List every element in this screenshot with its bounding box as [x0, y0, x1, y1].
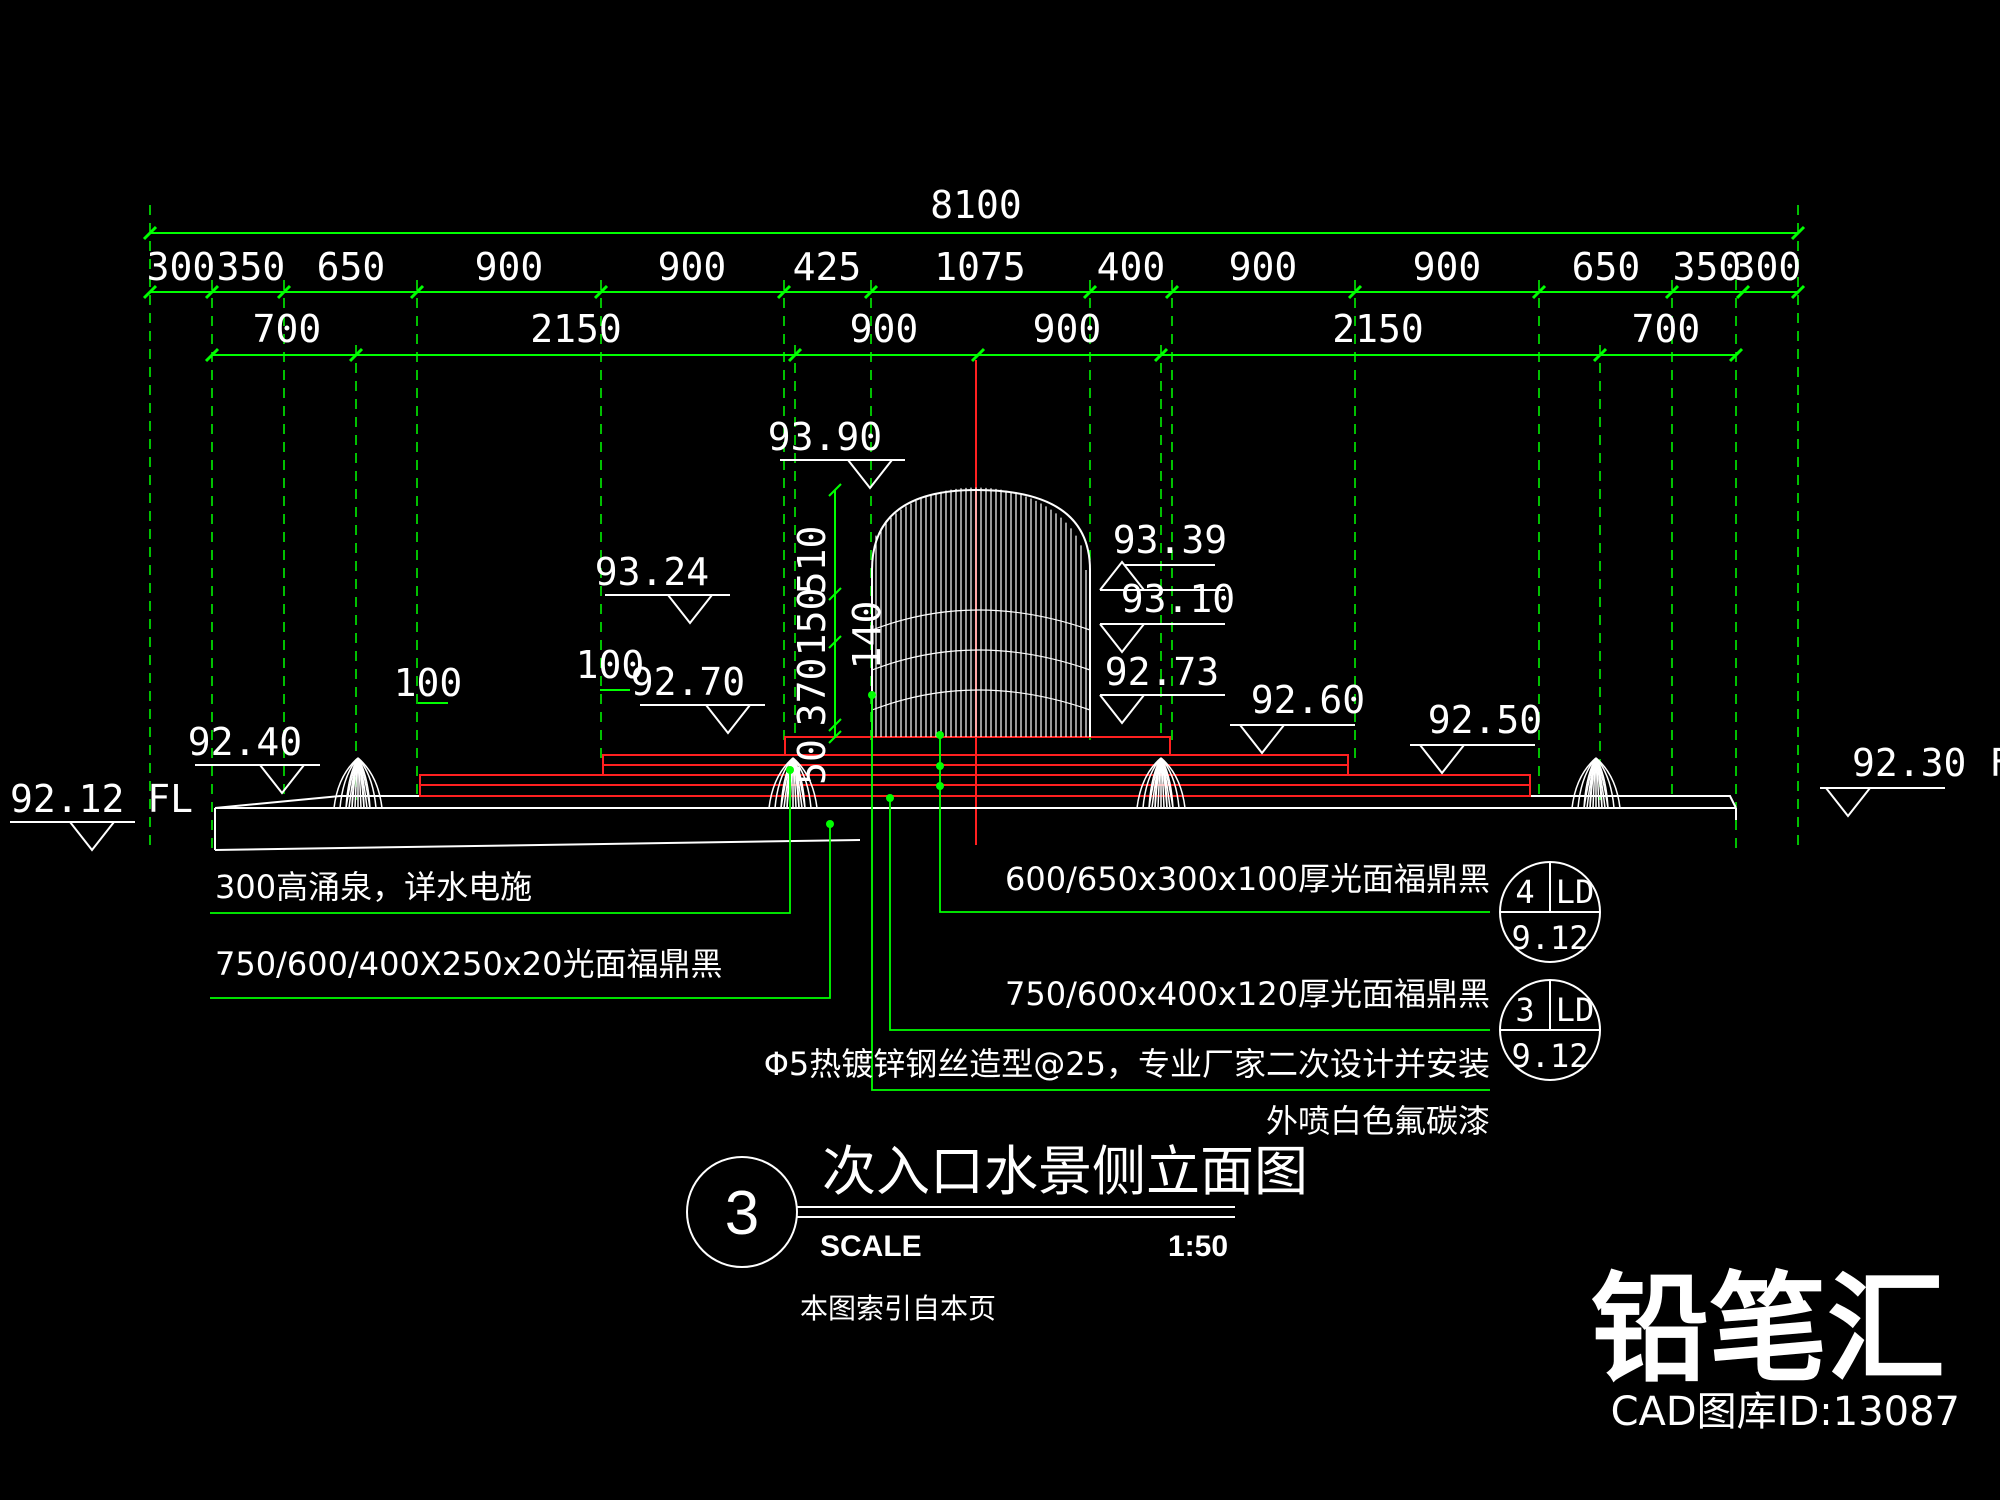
- ref-2-sheet: 9.12: [1511, 1037, 1588, 1075]
- dim-row2-item: 2150: [530, 307, 622, 351]
- dim-row1-item: 350: [217, 245, 286, 289]
- ref-2-code: LD: [1556, 991, 1595, 1029]
- elev-top: 93.90: [768, 415, 882, 459]
- watermark-brand: 铅笔汇: [1591, 1260, 1945, 1398]
- vdim-370: 370: [790, 658, 834, 727]
- fountain-spray: [357, 757, 383, 809]
- leader-dots: [786, 691, 944, 828]
- ref-1-code: LD: [1556, 873, 1595, 911]
- callout-step-top: 600/650x300x100厚光面福鼎黑: [1005, 860, 1490, 898]
- callout-wire-2: 外喷白色氟碳漆: [1266, 1102, 1490, 1140]
- leader-lines: [210, 695, 1490, 1091]
- dim-row1-item: 900: [658, 245, 727, 289]
- ref-1-num: 4: [1515, 873, 1534, 911]
- dim-row1-item: 650: [1572, 245, 1641, 289]
- dim-row1-item: 900: [1229, 245, 1298, 289]
- dim-row1-item: 900: [475, 245, 544, 289]
- vertical-dim-chain: [418, 483, 842, 744]
- fountain-spray: [1160, 757, 1186, 809]
- elev-far-right: 92.30 FL: [1852, 741, 2000, 785]
- fountain-jet: [768, 757, 818, 809]
- dim-row1-item: 350: [1673, 245, 1742, 289]
- fountain-jet: [1136, 757, 1186, 809]
- fountain-spray: [1595, 757, 1621, 809]
- callout-fountain: 300高涌泉，详水电施: [215, 868, 532, 906]
- callout-left-stone: 750/600/400X250x20光面福鼎黑: [215, 945, 722, 983]
- fountain-jet: [1571, 757, 1621, 809]
- dim-row1-item: 300: [147, 245, 216, 289]
- dim-row1-item: 425: [793, 245, 862, 289]
- callout-step-base: 750/600x400x120厚光面福鼎黑: [1005, 975, 1490, 1013]
- ref-1-sheet: 9.12: [1511, 919, 1588, 957]
- elev-left-outer: 92.40: [188, 720, 302, 764]
- dim-row1-item: 900: [1413, 245, 1482, 289]
- elev-left-lower: 92.70: [631, 660, 745, 704]
- vertical-dim-text: 510 150 140 370 50: [790, 526, 889, 785]
- dim-row2-item: 700: [1632, 307, 1701, 351]
- arch-band: [871, 689, 1091, 711]
- dim-row2-item: 2150: [1332, 307, 1424, 351]
- drawing-title: 次入口水景侧立面图: [822, 1140, 1308, 1203]
- elev-right-a: 93.39: [1113, 518, 1227, 562]
- stepped-platform: [419, 736, 1531, 797]
- elev-right-c: 92.73: [1105, 650, 1219, 694]
- title-note: 本图索引自本页: [800, 1292, 996, 1325]
- elev-right-e: 92.50: [1428, 698, 1542, 742]
- dim-row-2: 700 2150 900 900 2150 700: [253, 307, 1701, 351]
- vdim-140: 140: [845, 601, 889, 670]
- vdim-150: 150: [790, 588, 834, 657]
- scale-value: 1:50: [1168, 1230, 1228, 1263]
- fountain-jet: [333, 757, 383, 809]
- dim-row1-item: 400: [1097, 245, 1166, 289]
- fountain-jets: [333, 757, 1621, 809]
- dim-row1-item: 1075: [934, 245, 1026, 289]
- dim-row2-item: 900: [850, 307, 919, 351]
- dim-overall: 8100: [930, 183, 1022, 227]
- extension-lines: [149, 205, 1799, 850]
- wire-arch-sculpture: [871, 487, 1091, 737]
- dim-row2-item: 700: [253, 307, 322, 351]
- ref-2-num: 3: [1515, 991, 1534, 1029]
- elev-right-d: 92.60: [1251, 678, 1365, 722]
- dim-row1-item: 650: [317, 245, 386, 289]
- detail-ref-bubbles: [1499, 861, 1601, 1081]
- watermark-id: CAD图库ID:13087: [1611, 1389, 1960, 1435]
- callout-wire-1: Φ5热镀锌钢丝造型@25，专业厂家二次设计并安装: [764, 1045, 1490, 1083]
- dim-row1-item: 300: [1733, 245, 1802, 289]
- fountain-spray: [792, 757, 818, 809]
- dim-row2-item: 900: [1033, 307, 1102, 351]
- elev-right-b: 93.10: [1121, 577, 1235, 621]
- vdim-50: 50: [790, 739, 834, 785]
- dim-small-left: 100: [394, 661, 463, 705]
- scale-label: SCALE: [820, 1230, 922, 1263]
- vdim-510: 510: [790, 526, 834, 595]
- title-block: [686, 1156, 1235, 1268]
- elev-left-upper: 93.24: [595, 550, 709, 594]
- arch-band: [871, 609, 1091, 631]
- title-number: 3: [725, 1179, 759, 1248]
- dim-small-mid: 100: [576, 643, 645, 687]
- elev-far-left: 92.12 FL: [10, 777, 193, 821]
- elevation-markers: [10, 459, 1945, 852]
- arch-band: [871, 649, 1091, 671]
- dimension-lines: [142, 225, 1806, 363]
